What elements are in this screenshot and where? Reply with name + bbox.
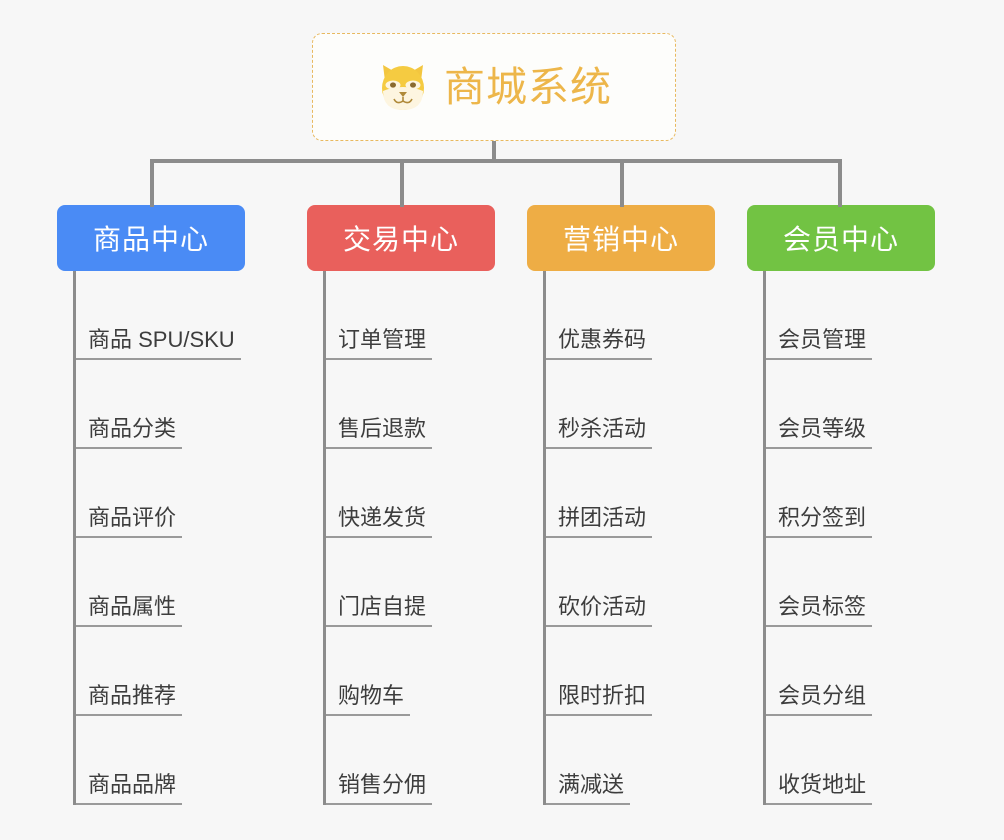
leaf-label: 商品评价 <box>88 505 183 538</box>
leaf-label: 砍价活动 <box>558 594 653 627</box>
leaf-label: 售后退款 <box>338 416 433 449</box>
leaf-connector <box>326 358 360 360</box>
connector-drop-trade-center <box>400 159 404 207</box>
leaf-label: 会员分组 <box>778 683 873 716</box>
leaf-item[interactable]: 商品 SPU/SKU <box>76 271 245 360</box>
column-trade-center: 交易中心订单管理售后退款快递发货门店自提购物车销售分佣 <box>307 205 495 805</box>
leaf-item[interactable]: 会员标签 <box>766 538 935 627</box>
leaf-label: 拼团活动 <box>558 505 653 538</box>
leaf-label: 会员管理 <box>778 327 873 360</box>
root-node[interactable]: 商城系统 <box>312 33 676 141</box>
leaf-connector <box>766 536 800 538</box>
leaf-item[interactable]: 商品分类 <box>76 360 245 449</box>
leaf-connector <box>76 625 110 627</box>
leaf-item[interactable]: 积分签到 <box>766 449 935 538</box>
leaf-item[interactable]: 销售分佣 <box>326 716 495 805</box>
leaf-label: 会员标签 <box>778 594 873 627</box>
leaf-item[interactable]: 商品品牌 <box>76 716 245 805</box>
leaf-item[interactable]: 门店自提 <box>326 538 495 627</box>
leaf-item[interactable]: 收货地址 <box>766 716 935 805</box>
shiba-inu-dog-face-icon <box>376 61 430 113</box>
leaf-item[interactable]: 快递发货 <box>326 449 495 538</box>
leaf-list-member-center: 会员管理会员等级积分签到会员标签会员分组收货地址 <box>763 271 935 805</box>
leaf-item[interactable]: 售后退款 <box>326 360 495 449</box>
leaf-label: 销售分佣 <box>338 772 433 805</box>
leaf-label: 会员等级 <box>778 416 873 449</box>
leaf-item[interactable]: 会员管理 <box>766 271 935 360</box>
connector-drop-member-center <box>838 159 842 207</box>
category-header-marketing-center[interactable]: 营销中心 <box>527 205 715 271</box>
leaf-label: 满减送 <box>558 772 631 805</box>
leaf-connector <box>546 358 580 360</box>
leaf-connector <box>76 536 110 538</box>
leaf-label: 积分签到 <box>778 505 873 538</box>
leaf-connector <box>76 714 110 716</box>
connector-drop-product-center <box>150 159 154 207</box>
leaf-connector <box>546 447 580 449</box>
leaf-connector <box>766 447 800 449</box>
column-member-center: 会员中心会员管理会员等级积分签到会员标签会员分组收货地址 <box>747 205 935 805</box>
leaf-list-product-center: 商品 SPU/SKU 商品分类商品评价商品属性商品推荐商品品牌 <box>73 271 245 805</box>
column-marketing-center: 营销中心优惠券码秒杀活动拼团活动砍价活动限时折扣满减送 <box>527 205 715 805</box>
leaf-connector <box>766 714 800 716</box>
leaf-item[interactable]: 订单管理 <box>326 271 495 360</box>
column-product-center: 商品中心商品 SPU/SKU 商品分类商品评价商品属性商品推荐商品品牌 <box>57 205 245 805</box>
leaf-item[interactable]: 购物车 <box>326 627 495 716</box>
leaf-connector <box>766 358 800 360</box>
leaf-item[interactable]: 商品属性 <box>76 538 245 627</box>
leaf-connector <box>766 625 800 627</box>
root-title: 商城系统 <box>444 63 612 110</box>
category-header-member-center[interactable]: 会员中心 <box>747 205 935 271</box>
leaf-connector <box>766 803 800 805</box>
leaf-connector <box>326 447 360 449</box>
leaf-label: 优惠券码 <box>558 327 653 360</box>
leaf-label: 商品属性 <box>88 594 183 627</box>
leaf-label: 购物车 <box>338 683 411 716</box>
leaf-label: 订单管理 <box>338 327 433 360</box>
connector-drop-marketing-center <box>620 159 624 207</box>
leaf-connector <box>76 803 110 805</box>
leaf-connector <box>546 803 580 805</box>
leaf-connector <box>76 358 110 360</box>
leaf-label: 商品 SPU/SKU <box>88 327 241 360</box>
connector-horizontal-bus <box>150 159 840 163</box>
leaf-label: 限时折扣 <box>558 683 653 716</box>
leaf-item[interactable]: 砍价活动 <box>546 538 715 627</box>
leaf-label: 收货地址 <box>778 772 873 805</box>
leaf-connector <box>326 536 360 538</box>
leaf-item[interactable]: 商品推荐 <box>76 627 245 716</box>
leaf-item[interactable]: 会员分组 <box>766 627 935 716</box>
category-header-trade-center[interactable]: 交易中心 <box>307 205 495 271</box>
category-header-product-center[interactable]: 商品中心 <box>57 205 245 271</box>
leaf-connector <box>546 625 580 627</box>
leaf-label: 快递发货 <box>338 505 433 538</box>
leaf-connector <box>326 803 360 805</box>
leaf-list-trade-center: 订单管理售后退款快递发货门店自提购物车销售分佣 <box>323 271 495 805</box>
leaf-connector <box>546 536 580 538</box>
leaf-label: 门店自提 <box>338 594 433 627</box>
leaf-item[interactable]: 限时折扣 <box>546 627 715 716</box>
leaf-item[interactable]: 会员等级 <box>766 360 935 449</box>
connector-root-stem <box>492 141 496 163</box>
leaf-label: 秒杀活动 <box>558 416 653 449</box>
leaf-list-marketing-center: 优惠券码秒杀活动拼团活动砍价活动限时折扣满减送 <box>543 271 715 805</box>
leaf-connector <box>76 447 110 449</box>
leaf-item[interactable]: 商品评价 <box>76 449 245 538</box>
leaf-label: 商品品牌 <box>88 772 183 805</box>
leaf-item[interactable]: 拼团活动 <box>546 449 715 538</box>
leaf-connector <box>326 714 360 716</box>
leaf-item[interactable]: 优惠券码 <box>546 271 715 360</box>
leaf-label: 商品推荐 <box>88 683 183 716</box>
leaf-connector <box>546 714 580 716</box>
leaf-label: 商品分类 <box>88 416 183 449</box>
leaf-connector <box>326 625 360 627</box>
leaf-item[interactable]: 满减送 <box>546 716 715 805</box>
leaf-item[interactable]: 秒杀活动 <box>546 360 715 449</box>
